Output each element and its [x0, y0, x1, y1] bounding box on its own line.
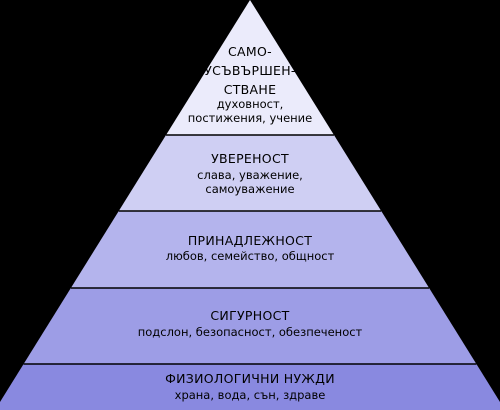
tier-belonging-description: любов, семейство, общност: [166, 249, 335, 263]
tier-physiological-description: храна, вода, сън, здраве: [175, 388, 326, 402]
pyramid-labels: САМО- УСЪВЪРШЕН- СТВАНЕдуховност,постижени…: [138, 44, 363, 402]
self-actualization-title: САМО-: [228, 44, 272, 59]
tier-esteem-description: самоуважение: [205, 182, 294, 196]
self-actualization-title: УСЪВЪРШЕН-: [204, 63, 295, 78]
tier-safety-description: подслон, безопасност, обезпеченост: [138, 325, 363, 339]
tier-esteem-description: слава, уважение,: [197, 168, 303, 182]
tier-self-actualization-description: духовност,: [217, 97, 284, 111]
physiological-title: ФИЗИОЛОГИЧНИ НУЖДИ: [165, 371, 335, 386]
belonging-title: ПРИНАДЛЕЖНОСТ: [188, 233, 312, 248]
tier-physiological: [0, 364, 500, 410]
self-actualization-title: СТВАНЕ: [224, 82, 277, 97]
tier-self-actualization: [166, 0, 334, 135]
pyramid-separators: [23, 134, 477, 365]
tier-safety: [23, 288, 477, 364]
tier-belonging: [70, 211, 430, 288]
tier-esteem: [118, 135, 382, 211]
esteem-title: УВЕРЕНОСТ: [211, 151, 289, 166]
safety-title: СИГУРНОСТ: [210, 308, 289, 323]
tier-self-actualization-description: постижения, учение: [188, 111, 312, 125]
